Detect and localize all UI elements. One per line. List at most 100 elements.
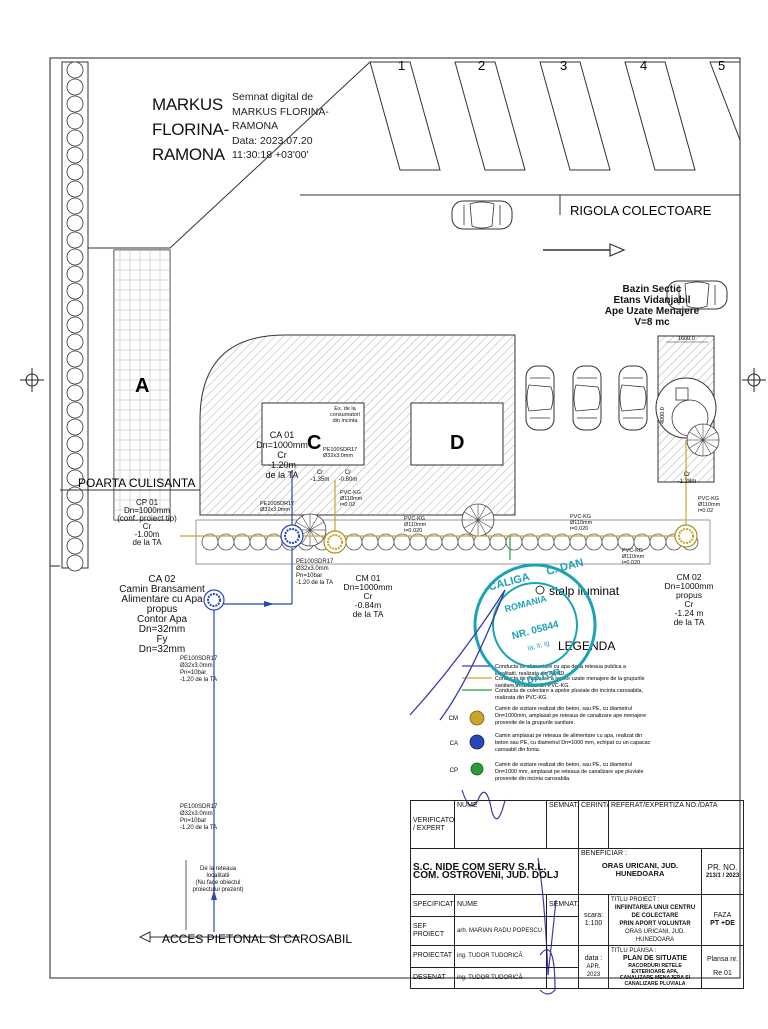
tb-faza: FAZA PT +DE <box>700 894 745 946</box>
digital-signature-name: MARKUS FLORINA- RAMONA <box>152 92 229 167</box>
pipe-pvc-c-line: i=0.02 <box>340 502 355 508</box>
hedge-bush <box>66 384 84 402</box>
sig-detail-line: Data: 2023.07.20 <box>232 134 313 147</box>
cr-c2-label-line: Cr <box>345 470 351 476</box>
tb-proiectat: PROIECTAT <box>410 945 455 968</box>
zone-a-label: A <box>135 375 149 397</box>
parking-stripes <box>369 61 741 171</box>
hedge-bush <box>66 197 84 215</box>
ca01-label-line: de la TA <box>266 470 299 480</box>
de-la-retea-label-line: (Nu face obiectul <box>195 880 240 886</box>
stamp-ring-top: CALIGA <box>487 571 531 594</box>
legend-item: Camin amplasat pe reteaua de alimentare … <box>495 733 651 753</box>
tb-cerinta: CERINTA <box>578 800 609 849</box>
tb-titlu-proiect-label: TITLU PROIECT : <box>611 897 660 903</box>
cm02-label-line: -1.24 m <box>675 608 704 618</box>
cm02-label-line: Dn=1000mm <box>665 581 714 591</box>
hedge-bush <box>66 180 84 198</box>
pipe-pe-c-line: PE100SDR17 <box>260 501 294 507</box>
hedge-bush <box>66 146 84 164</box>
legend-item: Conducta de alimentare cu apa de la rete… <box>495 664 626 677</box>
hedge-bush <box>66 537 84 555</box>
zone-c-label: C <box>307 432 321 454</box>
tb-titlu-plansa-line: PLAN DE SITUATIE <box>622 955 688 962</box>
cp01-label-line: (conf. proiect tip) <box>117 514 177 523</box>
cr-c2-label: Cr-0.80m <box>339 470 358 483</box>
pipe-pvc-mid-line: PVC-KG <box>404 516 425 522</box>
sig-detail-line: Semnat digital de <box>232 91 314 103</box>
tb-sef-name: arh. MARIAN RADU POPESCU <box>454 915 547 947</box>
tb-nume-header: NUME <box>454 800 547 849</box>
cm01-label-line: de la TA <box>353 609 384 619</box>
cp01-label-line: de la TA <box>132 538 162 547</box>
cr-c1-label: Cr-1.35m <box>311 470 330 483</box>
pipe-pe-cm01-line: PE100SDR17 <box>296 559 334 565</box>
ca02-label-line: Alimentare cu Apa <box>121 594 203 605</box>
de-la-retea-label-line: localitatii <box>206 873 229 879</box>
pipe-pvc-low-line: i=0.02 <box>698 508 713 514</box>
tb-titlu-proiect-line: ORAS URICANI, JUD. HUNEDOARA <box>624 929 685 943</box>
tb-titlu-proiect: TITLU PROIECT : INFIINTAREA UNUI CENTRU … <box>608 894 702 946</box>
car-parked-2 <box>572 365 602 431</box>
hedge-bush <box>66 503 84 521</box>
cm01-label-line: Dn=1000mm <box>344 582 393 592</box>
legend-code: CP <box>450 768 458 774</box>
ca02-label-line: propus <box>147 604 178 615</box>
ca02-label-line: CA 02 <box>148 574 176 585</box>
tb-pr-no-label: PR. NO. <box>707 862 738 872</box>
hedge-bush <box>66 316 84 334</box>
septic-label-line: Etans Vidanjabil <box>613 295 690 306</box>
hedge-bush <box>66 248 84 266</box>
ca02-label-line: Dn=32mm <box>139 644 185 655</box>
tb-beneficiar-label: BENEFICIAR : <box>581 850 627 857</box>
stamp-number: NR. 05844 <box>511 619 560 642</box>
pipe-pvc-c-line: PVC-KG <box>340 490 361 496</box>
tb-plansa: Plansa nr. Re 01 <box>700 945 745 989</box>
tb-titlu-plansa-label: TITLU PLANSA : <box>611 948 657 954</box>
sig-name-line: RAMONA <box>152 145 225 164</box>
tb-titlu-proiect-line: INFIINTAREA UNUI CENTRU DE COLECTARE <box>614 905 696 919</box>
pipe-pvc-cm2-line: Ø110mm <box>622 554 645 560</box>
sig-detail-line: MARKUS FLORINA- <box>232 105 329 118</box>
pipe-pe-ca02-line: -1.20 de la TA <box>180 677 217 683</box>
pipe-pe-cm01-line: -1.20 de la TA <box>296 580 333 586</box>
engineer-stamp: CALIGA C. DAN ROMANIA NR. 05844 la; it; … <box>473 557 597 690</box>
manhole-cm02 <box>674 524 698 548</box>
manhole-ca02 <box>203 589 225 611</box>
ca02-label-line: Camin Bransament <box>119 584 205 595</box>
septic-label-line: Ape Uzate Menajere <box>605 306 700 317</box>
sig-detail-line: 11:30:18 +03'00' <box>232 149 309 161</box>
legend-item-text: Camin de vizitare realizat din beton, sa… <box>495 762 644 782</box>
legend-item: Conducta de colectare a apelor pluviale … <box>495 688 644 701</box>
cm01-label-line: CM 01 <box>355 573 380 583</box>
parking-number: 4 <box>640 58 647 73</box>
pipe-pvc-mid-line: i=0.020 <box>404 528 422 534</box>
dim-1600-label: 1600.0 <box>678 336 695 342</box>
car-parked-1 <box>525 365 555 431</box>
hedge-bush <box>66 435 84 453</box>
legend-item: Camin de vizitare realizat din beton, sa… <box>495 762 644 782</box>
parking-number: 2 <box>478 58 485 73</box>
ca02-label-line: Contor Apa <box>137 614 187 625</box>
hedge-bush <box>66 350 84 368</box>
digital-signature-detail: Semnat digital de MARKUS FLORINA- RAMONA… <box>232 90 329 163</box>
rigola-label: RIGOLA COLECTOARE <box>570 203 712 218</box>
zone-a-paving <box>113 249 171 521</box>
bush-row <box>195 519 711 565</box>
cp01-label-line: CP 01 <box>136 498 159 507</box>
hedge-bush <box>66 214 84 232</box>
pipe-pvc-low-line: PVC-KG <box>698 496 719 502</box>
de-la-retea-label-line: proiectului prezent) <box>192 887 243 893</box>
hedge-bush <box>66 418 84 436</box>
ca01-label-line: -1.20m <box>268 460 296 470</box>
pipe-pvc-low-line: Ø110mm <box>698 502 721 508</box>
